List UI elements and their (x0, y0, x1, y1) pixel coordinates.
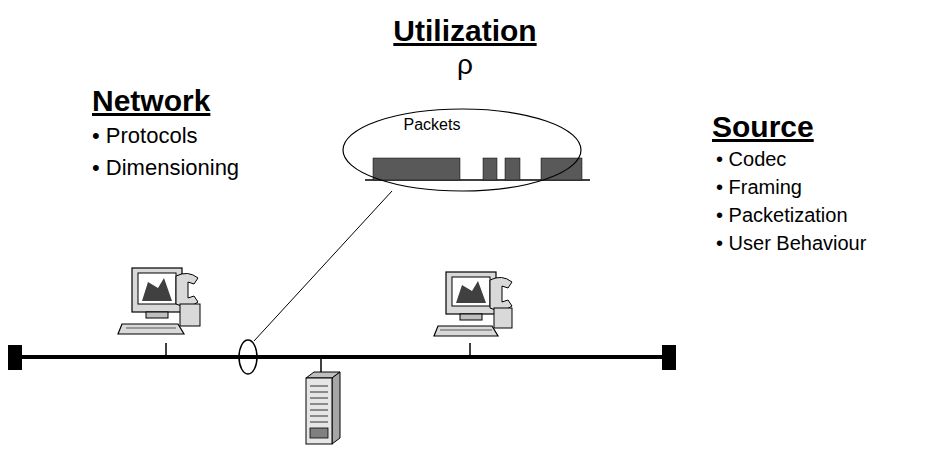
drop-line (165, 343, 167, 357)
section-heading: Utilization (393, 14, 536, 47)
drop-line (469, 343, 471, 357)
bubble-outline (342, 108, 582, 192)
section-heading: Network (92, 84, 210, 117)
section-heading: Source (712, 110, 814, 143)
bullet-item: • Packetization (716, 204, 848, 226)
callout-leader (254, 191, 392, 341)
bus-line (8, 345, 676, 370)
bullet-item: • User Behaviour (716, 232, 866, 254)
drop-line (320, 357, 322, 372)
computer-icon (434, 272, 512, 336)
node-label: Packets (404, 116, 461, 134)
bullet-item: • Protocols (92, 124, 198, 148)
bullet-item: • Dimensioning (92, 156, 239, 180)
probe-ring (239, 340, 257, 374)
bullet-item: • Codec (716, 148, 786, 170)
callout-bubble: Packets (342, 108, 582, 192)
bullet-item: • Framing (716, 176, 802, 198)
symbol-label: ρ (457, 50, 473, 81)
packet-bars (365, 158, 590, 180)
computer-icon (118, 268, 200, 334)
server-icon (306, 372, 340, 444)
